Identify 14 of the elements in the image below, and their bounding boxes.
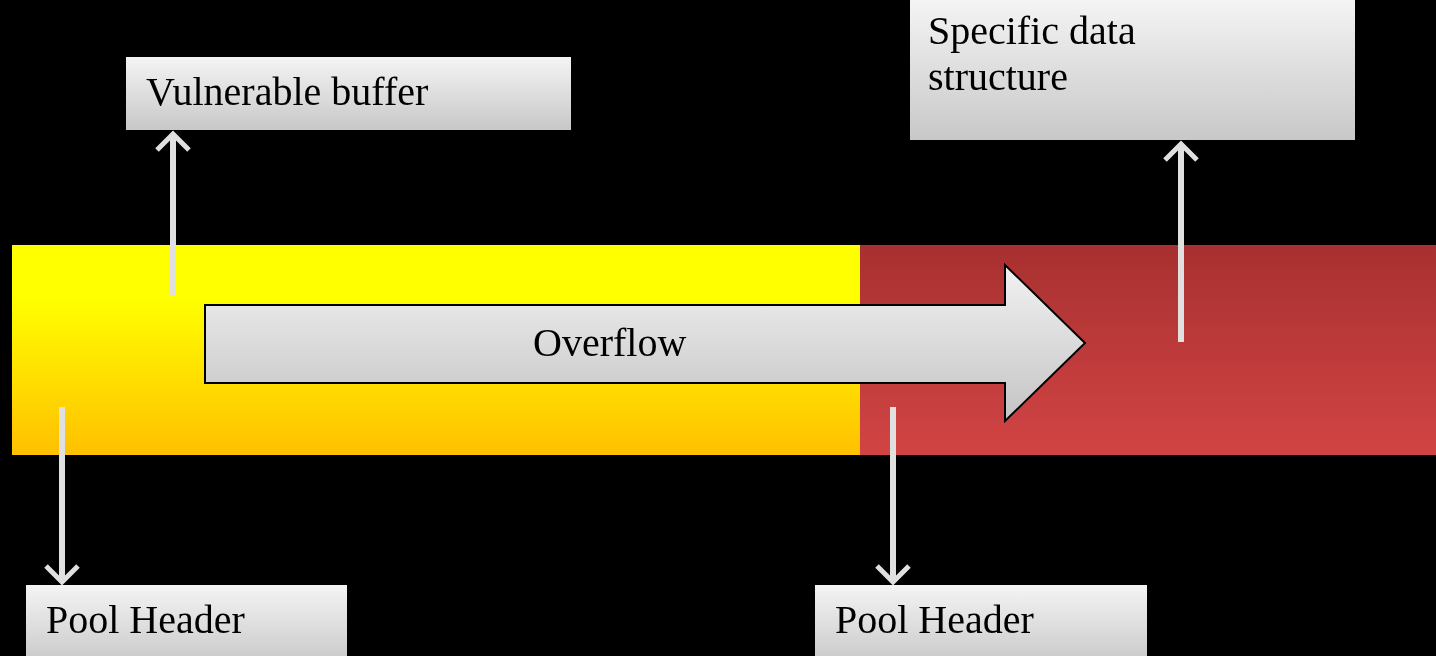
box-label: Pool Header bbox=[46, 597, 246, 643]
box-label: Pool Header bbox=[835, 597, 1035, 643]
callout-box bbox=[815, 585, 1147, 656]
callout-box bbox=[910, 0, 1355, 140]
block-arrow bbox=[203, 263, 1087, 423]
box-label: Specific data structure bbox=[928, 8, 1137, 100]
arrow bbox=[874, 407, 912, 585]
callout-box bbox=[26, 585, 347, 656]
arrow bbox=[154, 131, 192, 295]
arrow bbox=[1162, 141, 1200, 342]
box-label: Vulnerable buffer bbox=[146, 69, 430, 115]
callout-box bbox=[126, 57, 571, 130]
arrow-label: Overflow bbox=[533, 320, 687, 366]
arrow bbox=[43, 407, 81, 585]
